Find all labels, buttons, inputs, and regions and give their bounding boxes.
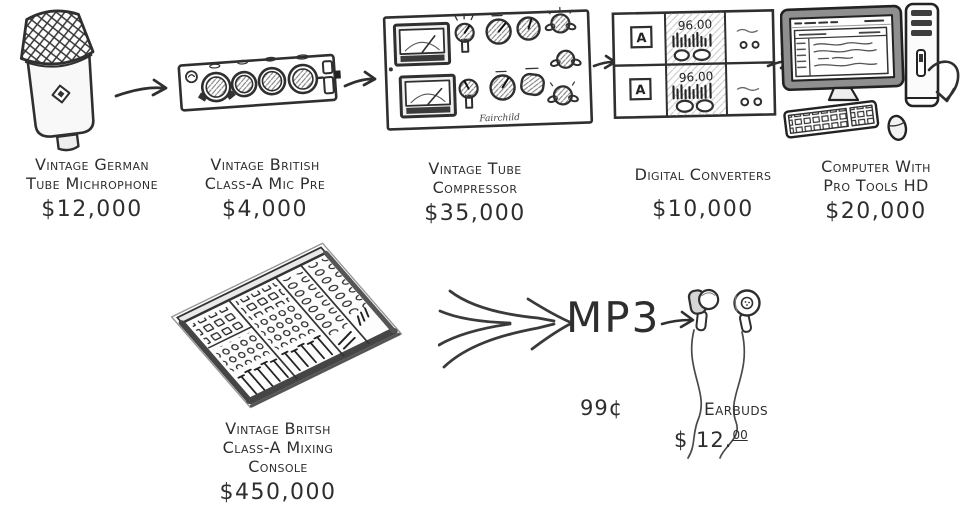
- console-label-line1: Vintage Britsh: [225, 419, 331, 438]
- console-label-line3: Console: [248, 456, 308, 476]
- console-button-bank-2: [235, 282, 291, 321]
- mic-label: Vintage German Tube Michrophone $12,000: [6, 155, 178, 223]
- monitor: [780, 4, 905, 92]
- earbud-cable-right: [719, 331, 746, 459]
- down-curve-arrow: [927, 60, 960, 103]
- console-label-line2: Class-A Mixing: [222, 437, 334, 457]
- console-knob-bank-2: [254, 304, 317, 351]
- keyboard: [783, 100, 880, 139]
- microphone-drawing: [19, 9, 95, 152]
- mp3-to-earbuds-arrow: [660, 310, 695, 329]
- compressor-pointer-knob-1: [454, 13, 475, 53]
- vu-meter-2: [398, 73, 457, 119]
- mic-pre-logo: [185, 70, 198, 84]
- converter-logo-box-2: [629, 77, 652, 101]
- console-knob-bank-1: [213, 331, 270, 372]
- converters-label-line1: Digital Converters: [634, 165, 772, 184]
- console-button-bank-1: [190, 305, 247, 345]
- mic-price: $12,000: [41, 196, 143, 222]
- compressor-label: Vintage Tube Compressor $35,000: [396, 159, 554, 227]
- mp3-price: 99¢: [580, 396, 624, 420]
- mic-pre-nub: [334, 70, 341, 79]
- converter-logo-1: A: [636, 31, 646, 46]
- compressor-brand: Fairchild: [478, 113, 520, 124]
- compressor-drawing: Fairchild: [382, 6, 594, 131]
- compressor-wing-knob-3: [547, 81, 579, 106]
- mic-pre-label-line2: Class-A Mic Pre: [204, 173, 326, 193]
- compressor-label-line2: Compressor: [432, 177, 518, 197]
- mp3-label: MP3: [566, 293, 661, 342]
- mic-label-line2: Tube Michrophone: [26, 173, 158, 193]
- mic-badge: [51, 84, 71, 104]
- mic-pre-label: Vintage British Class-A Mic Pre $4,000: [184, 155, 346, 223]
- mic-label-line1: Vintage German: [34, 155, 149, 174]
- console-faders-2: [281, 335, 334, 371]
- computer-label: Computer With Pro Tools HD $20,000: [800, 157, 952, 225]
- vu-meter-1: [392, 21, 452, 67]
- mouse: [887, 114, 908, 141]
- mic-pre-knob-1: [197, 71, 236, 103]
- mic-pre-label-line1: Vintage British: [210, 155, 320, 174]
- digital-converters-drawing: A A 96.00 96.00: [611, 9, 777, 120]
- mic-pre-switch-bottom: [322, 76, 335, 95]
- compressor-wing-knob-2: [549, 49, 582, 69]
- earbud-left: [687, 288, 720, 332]
- converter-display-1: 96.00: [677, 17, 712, 33]
- mic-pre-drawing: [177, 53, 341, 112]
- converters-price: $10,000: [652, 196, 754, 222]
- screen-text-scribbles: [813, 42, 878, 67]
- earbuds-price-main: $ 12.: [674, 428, 733, 452]
- console-knob-bank-4: [306, 257, 368, 316]
- earbud-right: [733, 289, 761, 333]
- earbuds-price-cents: 00: [732, 428, 748, 442]
- compressor-label-line1: Vintage Tube: [428, 159, 522, 178]
- console-knob-bank-3: [282, 271, 350, 336]
- converter-meter-1: [672, 31, 712, 48]
- mic-base: [55, 133, 80, 152]
- console-label: Vintage Britsh Class-A Mixing Console $4…: [188, 419, 368, 506]
- computer-label-line2: Pro Tools HD: [823, 175, 929, 195]
- converter-meter-2: [672, 82, 712, 100]
- earbud-cable-left: [687, 329, 703, 459]
- earbuds-price: $ 12.00: [674, 428, 748, 452]
- compressor-price: $35,000: [424, 200, 526, 226]
- compressor-pointer-knob-2: [458, 78, 479, 109]
- funnel-arrow: [438, 289, 574, 369]
- computer-drawing: [780, 2, 940, 141]
- converter-display-2: 96.00: [679, 69, 714, 85]
- earbuds-label: Earbuds: [704, 400, 768, 420]
- compressor-wing-knob-1: [544, 6, 577, 34]
- mixing-console-drawing: [170, 242, 403, 409]
- converters-label: Digital Converters $10,000: [608, 165, 798, 223]
- converter-logo-2: A: [635, 83, 645, 98]
- mic-grille: [19, 9, 95, 66]
- computer-tower: [904, 2, 940, 108]
- console-price: $450,000: [219, 479, 337, 505]
- mic-pre-price: $4,000: [222, 196, 308, 222]
- flow-arrow-1: [114, 78, 168, 98]
- earbuds-drawing: [687, 288, 761, 459]
- console-faders-1: [237, 358, 289, 395]
- monitor-stand: [827, 86, 860, 102]
- mic-pre-switch-top: [321, 60, 334, 75]
- compressor-knob-5: [520, 72, 545, 97]
- computer-label-line1: Computer With: [821, 157, 931, 176]
- computer-price: $20,000: [825, 198, 927, 224]
- converter-logo-box-1: [630, 25, 653, 49]
- flow-arrow-2: [343, 70, 377, 88]
